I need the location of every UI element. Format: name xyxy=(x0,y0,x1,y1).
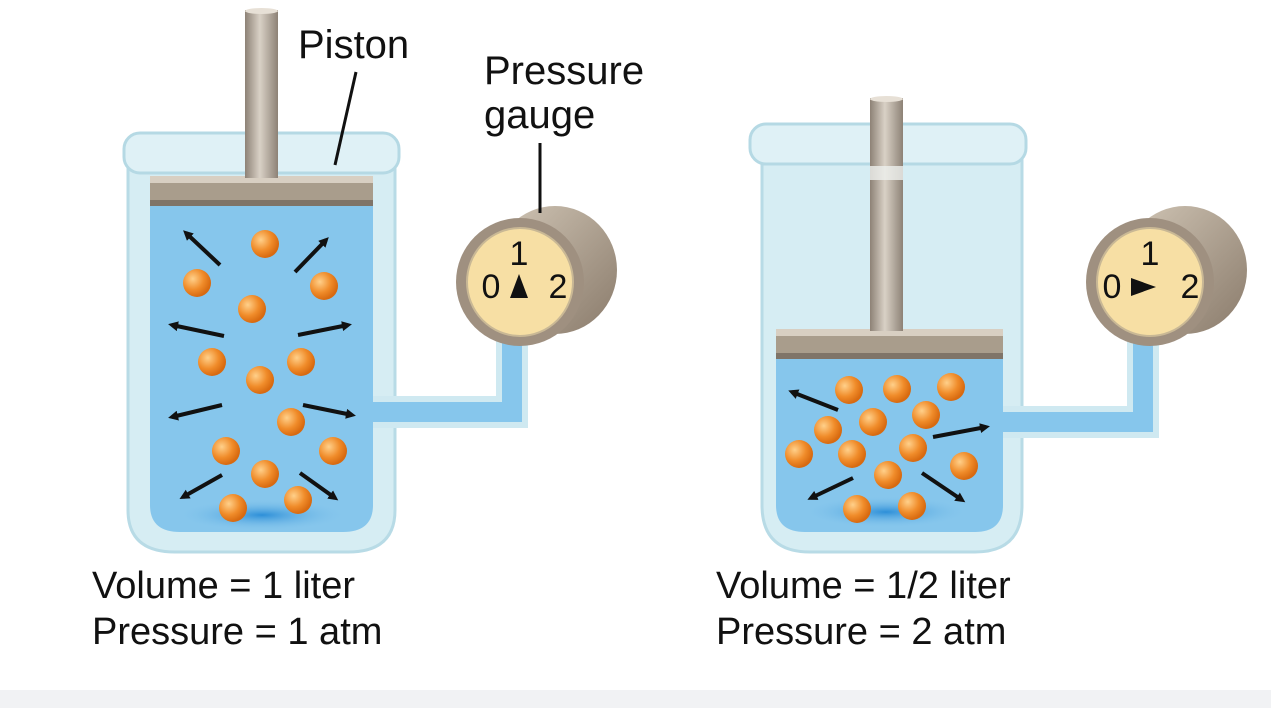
particle xyxy=(310,272,338,300)
particle xyxy=(814,416,842,444)
right-cylinder xyxy=(748,96,1159,554)
particle xyxy=(212,437,240,465)
left-gauge-label-right: 2 xyxy=(549,268,568,306)
particle xyxy=(198,348,226,376)
left-pipe-inner xyxy=(373,322,522,422)
arrow xyxy=(168,403,223,421)
right-particles xyxy=(785,373,978,523)
right-piston-rod xyxy=(870,98,903,331)
piston-label: Piston xyxy=(298,23,409,67)
left-pressure-gauge: 1 0 2 xyxy=(456,206,617,346)
right-gauge-label-left: 0 xyxy=(1103,268,1122,306)
right-gauge-label-top: 1 xyxy=(1141,235,1160,273)
particle xyxy=(950,452,978,480)
left-gauge-label-left: 0 xyxy=(482,268,501,306)
particle xyxy=(785,440,813,468)
arrow xyxy=(168,321,225,338)
arrow xyxy=(179,473,223,499)
pressure-gauge-label-line1: Pressure xyxy=(484,49,644,93)
arrow xyxy=(302,403,356,419)
right-gauge-face xyxy=(1096,227,1204,337)
particle xyxy=(287,348,315,376)
right-gauge-needle xyxy=(1131,278,1156,296)
right-pressure-gauge: 1 0 2 xyxy=(1086,206,1247,346)
right-gauge-label-right: 2 xyxy=(1181,268,1200,306)
callouts xyxy=(333,71,542,213)
right-pressure-caption: Pressure = 2 atm xyxy=(716,611,1007,653)
right-bottom-glow xyxy=(804,496,968,528)
particle xyxy=(835,376,863,404)
piston-callout-line xyxy=(333,71,358,166)
right-volume-caption: Volume = 1/2 liter xyxy=(716,565,1011,607)
left-gauge-needle xyxy=(510,274,528,298)
particle xyxy=(874,461,902,489)
right-pipe-outer xyxy=(1003,325,1159,438)
arrow xyxy=(298,471,339,501)
left-gauge-label-top: 1 xyxy=(510,235,529,273)
left-rod-top xyxy=(245,8,278,14)
arrow xyxy=(920,471,966,503)
particle xyxy=(246,366,274,394)
left-pressure-caption: Pressure = 1 atm xyxy=(92,611,383,653)
particle xyxy=(843,495,871,523)
particle xyxy=(912,401,940,429)
right-piston-top xyxy=(776,329,1003,336)
arrow xyxy=(788,389,839,412)
particle xyxy=(838,440,866,468)
particle xyxy=(219,494,247,522)
particle xyxy=(883,375,911,403)
pressure-gauge-label-line2: gauge xyxy=(484,93,595,137)
right-piston-shadow xyxy=(776,353,1003,359)
left-volume-caption: Volume = 1 liter xyxy=(92,565,355,607)
arrow xyxy=(297,321,352,337)
particle xyxy=(284,486,312,514)
arrow xyxy=(293,237,329,274)
right-motion-arrows xyxy=(788,389,990,503)
particle xyxy=(859,408,887,436)
particle xyxy=(319,437,347,465)
arrow xyxy=(932,423,990,439)
particle xyxy=(898,492,926,520)
arrow xyxy=(183,230,222,267)
left-piston-shadow xyxy=(150,200,373,206)
right-rod-top xyxy=(870,96,903,102)
footer-strip xyxy=(0,690,1271,708)
particle xyxy=(251,460,279,488)
particle xyxy=(937,373,965,401)
particle xyxy=(251,230,279,258)
arrow xyxy=(807,476,854,500)
particle xyxy=(183,269,211,297)
particle xyxy=(238,295,266,323)
left-particles xyxy=(183,230,347,522)
right-rod-highlight xyxy=(870,166,903,180)
left-piston-top xyxy=(150,176,373,183)
particle xyxy=(899,434,927,462)
left-piston-rod xyxy=(245,10,278,178)
right-pipe-inner xyxy=(1003,325,1153,432)
particle xyxy=(277,408,305,436)
left-bottom-glow xyxy=(177,499,347,531)
left-motion-arrows xyxy=(168,230,356,501)
